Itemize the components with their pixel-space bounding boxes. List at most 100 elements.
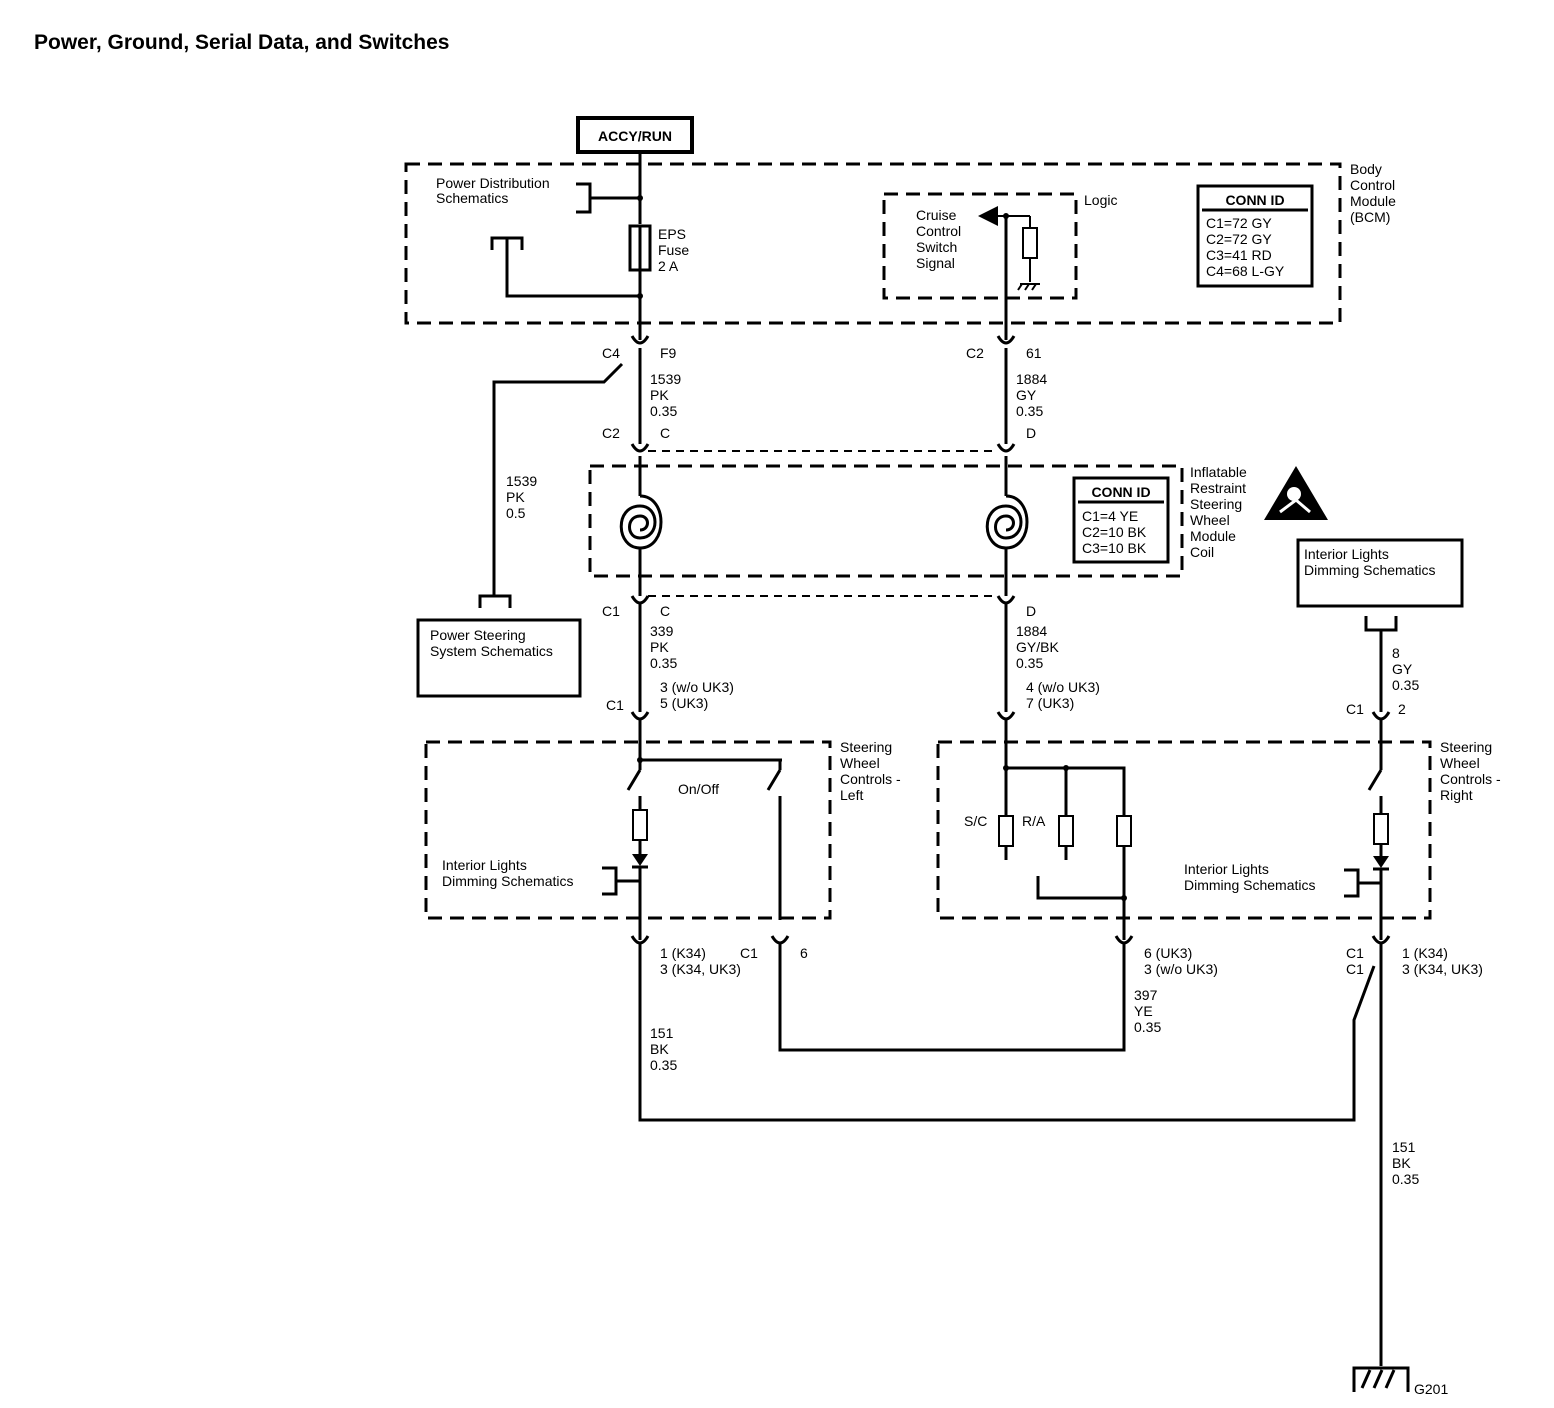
swc-right-switch <box>1367 720 1383 814</box>
wire-397-ye <box>778 944 1126 1052</box>
ground-label: G201 <box>1414 1381 1448 1397</box>
swc-left-bottom-pin2: 6 <box>800 945 808 961</box>
coil-c2-label: C2 <box>602 425 620 441</box>
swc-left-c1-label: C1 <box>606 697 624 713</box>
swc-right-bottom-connector <box>1371 935 1391 945</box>
coil-conn-id-title: CONN ID <box>1091 484 1150 500</box>
clockspring-coil-right <box>985 494 1029 550</box>
wire-151-bk-left <box>638 944 1376 1122</box>
bcm-conn-id-title: CONN ID <box>1225 192 1284 208</box>
wire-1884-gybk-label: 1884 GY/BK 0.35 <box>1016 623 1063 671</box>
coil-boundary <box>588 464 1184 578</box>
power-distribution-bracket <box>576 182 640 214</box>
bcm-c2-label: C2 <box>966 345 984 361</box>
swc-right-name: Steering Wheel Controls - Right <box>1440 739 1505 803</box>
swc-right-bottom-pins: 1 (K34) 3 (K34, UK3) <box>1402 945 1483 977</box>
bcm-conn-id-list: C1=72 GY C2=72 GY C3=41 RD C4=68 L-GY <box>1206 215 1285 279</box>
coil-c2-connector-right <box>996 443 1016 453</box>
power-steering-box <box>416 618 582 698</box>
swc-center-bottom-connector <box>1114 935 1134 945</box>
dimming-schematics-box <box>1296 538 1464 608</box>
swc-left-led-icon <box>632 854 648 866</box>
bcm-boundary <box>404 162 1342 325</box>
bcm-c4-pin: F9 <box>660 345 677 361</box>
coil-c2-pin-right: D <box>1026 425 1036 441</box>
bcm-name: Body Control Module (BCM) <box>1350 161 1400 225</box>
ground-icon <box>1352 1366 1410 1392</box>
ra-resistor <box>1058 815 1074 847</box>
swc-right-c1-pin: 2 <box>1398 701 1406 717</box>
swc-left-boundary <box>424 740 832 920</box>
power-distribution-label: Power Distribution Schematics <box>436 175 554 206</box>
coil-c2-connector-left <box>630 443 650 453</box>
swc-right-dimming-label: Interior Lights Dimming Schematics <box>1184 861 1315 893</box>
swc-left-switch-a <box>626 760 642 810</box>
eps-fuse-label: EPS Fuse 2 A <box>658 226 693 274</box>
swc-center-connector <box>996 711 1016 721</box>
ra-label: R/A <box>1022 813 1046 829</box>
swc-left-dimming-bracket <box>602 866 640 896</box>
wire-1539-pk-label: 1539 PK 0.35 <box>650 371 685 419</box>
swc-center-bottom-pins: 6 (UK3) 3 (w/o UK3) <box>1144 945 1218 977</box>
on-off-label: On/Off <box>678 781 719 797</box>
swc-left-bottom-conn2: C1 <box>740 945 758 961</box>
wire-1539-pk-branch <box>492 362 624 596</box>
wire-151-bk-right-label: 151 BK 0.35 <box>1392 1139 1419 1187</box>
wire-8-gy-label: 8 GY 0.35 <box>1392 645 1419 693</box>
swc-left-pin6-connector <box>770 935 790 945</box>
on-off-switch <box>766 760 782 920</box>
swc-right-c1-label: C1 <box>1346 701 1364 717</box>
power-steering-connector <box>478 594 512 608</box>
coil-c1-pin-left: C <box>660 603 670 619</box>
swc-left-resistor <box>632 809 648 841</box>
bcm-c2-pin: 61 <box>1026 345 1042 361</box>
coil-c1-label: C1 <box>602 603 620 619</box>
power-source-label: ACCY/RUN <box>598 128 672 144</box>
logic-box <box>882 192 1078 300</box>
bcm-c4-label: C4 <box>602 345 620 361</box>
airbag-warning-icon <box>1264 466 1328 520</box>
power-steering-label: Power Steering System Schematics <box>430 627 553 659</box>
swc-center-pins: 4 (w/o UK3) 7 (UK3) <box>1026 679 1104 711</box>
coil-c1-pin-right: D <box>1026 603 1036 619</box>
coil-conn-id-list: C1=4 YE C2=10 BK C3=10 BK <box>1082 508 1150 556</box>
internal-branch-connector <box>490 236 640 298</box>
coil-c1-connector-left <box>630 595 650 605</box>
swc-right-dimming-bracket <box>1344 868 1381 898</box>
bcm-c4-connector <box>630 335 650 345</box>
wire-339-pk-label: 339 PK 0.35 <box>650 623 677 671</box>
swc-right-resistor <box>1373 813 1389 845</box>
coil-c1-connector-right <box>996 595 1016 605</box>
sc-resistor <box>998 815 1014 847</box>
swc-left-bottom-connector <box>630 935 650 945</box>
logic-ground-icon <box>1017 283 1040 291</box>
clockspring-coil-left <box>619 494 663 550</box>
logic-label: Logic <box>1084 192 1117 208</box>
swc-left-c1-pins: 3 (w/o UK3) 5 (UK3) <box>660 679 738 711</box>
dimming-schematics-label: Interior Lights Dimming Schematics <box>1304 546 1435 578</box>
coil-c2-pin-left: C <box>660 425 670 441</box>
wire-151-bk-left-label: 151 BK 0.35 <box>650 1025 677 1073</box>
swc-left-bottom-pins: 1 (K34) 3 (K34, UK3) <box>660 945 741 977</box>
wire-397-ye-label: 397 YE 0.35 <box>1134 987 1161 1035</box>
page-title: Power, Ground, Serial Data, and Switches <box>34 31 449 54</box>
swc-center-boundary <box>936 740 1432 920</box>
swc-right-led-icon <box>1373 856 1389 868</box>
coil-conn-id-box <box>1072 476 1170 564</box>
wire-1884-gy-label: 1884 GY 0.35 <box>1016 371 1051 419</box>
swc-right-bottom-conns: C1 C1 <box>1346 945 1368 977</box>
coil-name: Inflatable Restraint Steering Wheel Modu… <box>1190 464 1251 560</box>
sc-label: S/C <box>964 813 987 829</box>
center-resistor <box>1116 815 1132 847</box>
cruise-signal-label: Cruise Control Switch Signal <box>916 207 965 271</box>
wire-1539-pk-05-label: 1539 PK 0.5 <box>506 473 541 521</box>
pullup-resistor <box>1022 227 1038 259</box>
bcm-c2-connector <box>996 335 1016 345</box>
swc-right-c1-connector <box>1371 711 1391 721</box>
dimming-connector <box>1364 616 1398 712</box>
swc-left-c1-connector <box>630 711 650 721</box>
swc-left-dimming-label: Interior Lights Dimming Schematics <box>442 857 573 889</box>
power-source-box: ACCY/RUN <box>576 116 694 154</box>
swc-left-name: Steering Wheel Controls - Left <box>840 739 905 803</box>
